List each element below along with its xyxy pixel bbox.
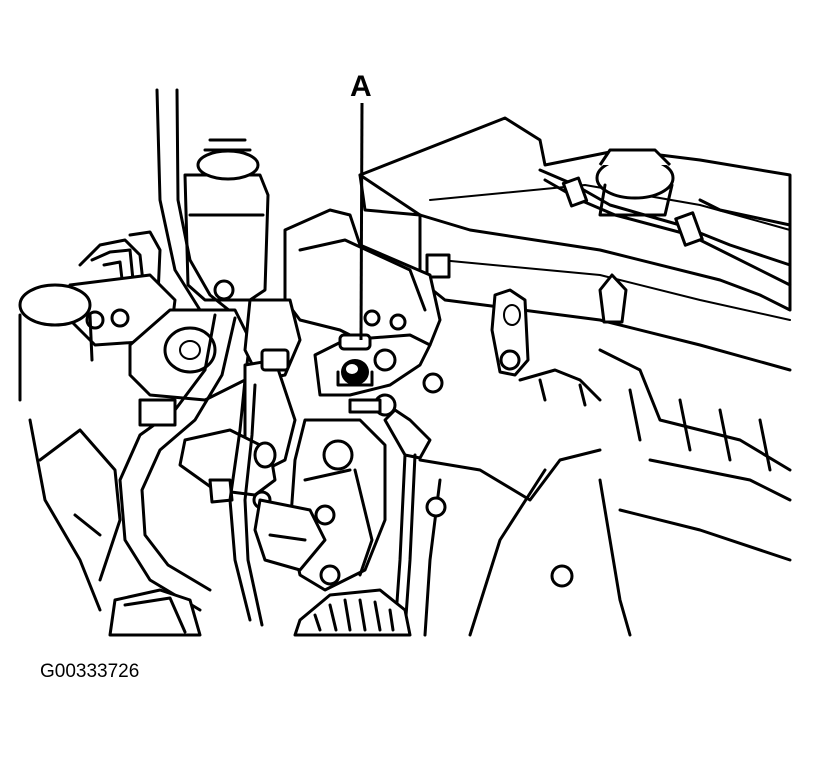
master-cylinder [18, 283, 102, 612]
lower-left-components [38, 428, 202, 637]
callout-leader-line [359, 102, 364, 341]
suction-hose [118, 313, 237, 612]
tensioner-bolt-top [260, 348, 290, 372]
valve-cover [358, 116, 792, 372]
drive-belt [228, 378, 264, 627]
engine-block [418, 448, 792, 637]
mount-bracket [313, 309, 444, 417]
valve-cover-bolt [425, 253, 451, 279]
figure-id: G00333726 [40, 661, 140, 682]
alternator [293, 588, 412, 637]
block-bolt-lower [550, 564, 574, 588]
dipstick [383, 408, 432, 632]
target-bolt-a [336, 359, 374, 387]
oil-filler-cap [595, 148, 675, 217]
lifting-eye-bolt [499, 349, 521, 371]
reservoir-cap [196, 149, 260, 181]
power-steering-reservoir [183, 138, 270, 302]
block-bolt-upper [425, 496, 447, 518]
wiring-harness [538, 168, 792, 287]
manifold-fins [518, 348, 792, 502]
tensioner-assembly [178, 348, 327, 572]
callout-label-a: A [350, 70, 372, 103]
spark-plug-boot [598, 273, 628, 324]
